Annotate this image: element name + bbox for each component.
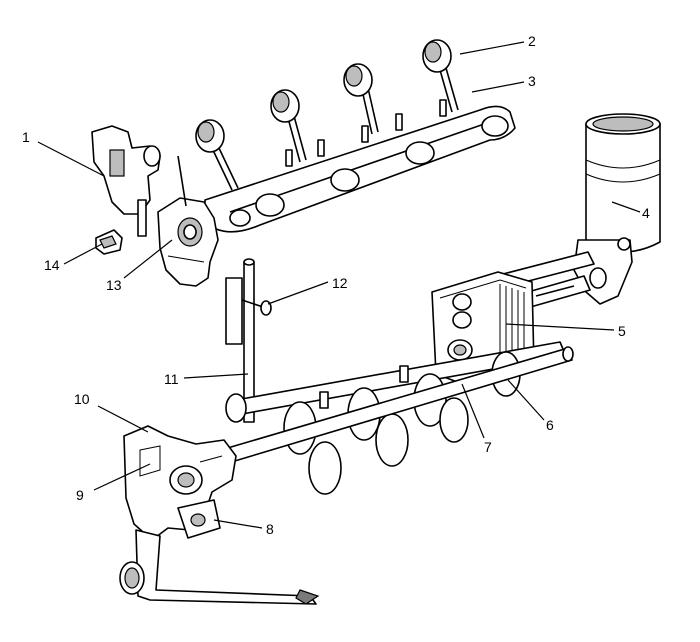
callout-5: 5 — [618, 323, 626, 339]
callout-13: 13 — [106, 277, 122, 293]
control-valve-housing — [157, 155, 219, 287]
oil-pickup-tube — [119, 529, 320, 605]
oil-feed-tube — [225, 258, 272, 423]
callout-10: 10 — [74, 391, 90, 407]
callout-8: 8 — [266, 521, 274, 537]
callout-6: 6 — [546, 417, 554, 433]
callout-2: 2 — [528, 33, 536, 49]
valve-lifters — [195, 39, 459, 191]
callout-9: 9 — [76, 487, 84, 503]
callout-14: 14 — [44, 257, 60, 273]
relief-valve-port — [177, 499, 221, 539]
callout-7: 7 — [484, 439, 492, 455]
crankshaft — [225, 341, 567, 495]
callout-4: 4 — [642, 205, 650, 221]
callout-1: 1 — [22, 129, 30, 145]
callout-11: 11 — [164, 371, 179, 387]
callout-labels: 1 2 3 4 5 6 7 8 9 10 11 12 13 14 — [22, 33, 650, 537]
callout-12: 12 — [332, 275, 348, 291]
sensor-connector — [95, 229, 123, 255]
leader-lines — [37, 41, 641, 529]
lifter-oil-gallery — [204, 99, 516, 233]
callout-3: 3 — [528, 73, 536, 89]
upper-actuator-housing — [91, 125, 161, 237]
